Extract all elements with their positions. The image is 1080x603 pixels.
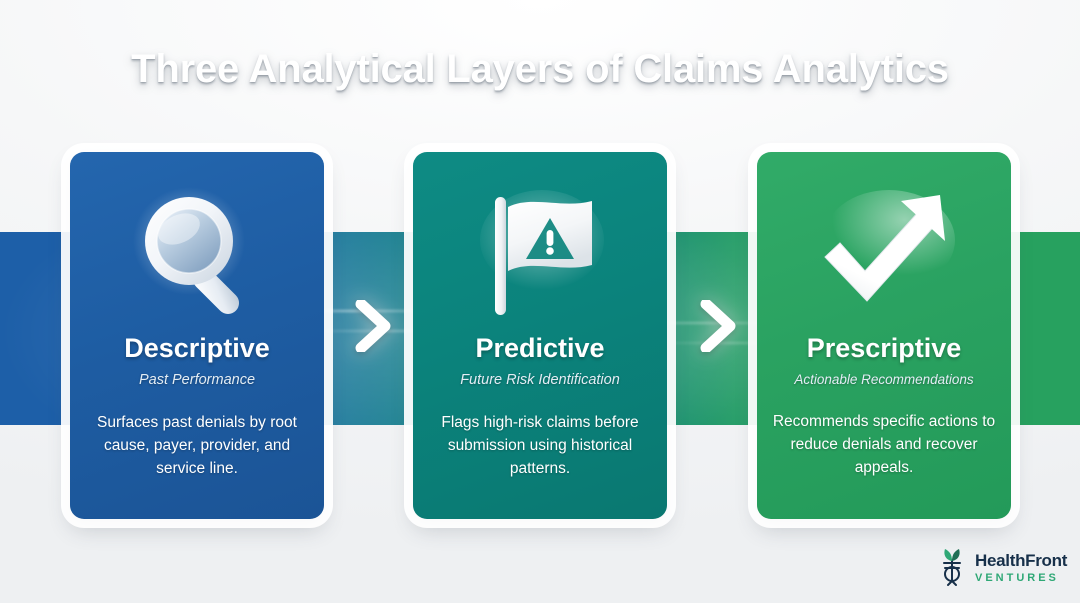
card-description: Surfaces past denials by root cause, pay… <box>97 413 297 477</box>
logo-name: HealthFront <box>975 551 1068 570</box>
card-subtitle: Past Performance <box>138 371 256 388</box>
card-description: Recommends specific actions to reduce de… <box>772 412 996 476</box>
card-title: Descriptive <box>124 333 270 363</box>
brand-logo: HealthFront VENTURES <box>937 548 1067 588</box>
logo-subtitle: VENTURES <box>975 572 1059 584</box>
card-title: Predictive <box>475 333 605 363</box>
magnifying-glass-icon <box>70 180 324 330</box>
chevron-right-icon <box>352 300 394 352</box>
page-title: Three Analytical Layers of Claims Analyt… <box>131 47 949 91</box>
card-title: Prescriptive <box>806 333 962 363</box>
check-growth-arrow-icon <box>757 180 1011 330</box>
card-subtitle: Future Risk Identification <box>460 371 620 388</box>
card-predictive[interactable]: Predictive Future Risk Identification Fl… <box>413 152 667 519</box>
card-prescriptive[interactable]: Prescriptive Actionable Recommendations … <box>757 152 1011 519</box>
card-description: Flags high-risk claims before submission… <box>441 413 639 477</box>
card-descriptive[interactable]: Descriptive Past Performance Surfaces pa… <box>70 152 324 519</box>
warning-flag-icon <box>413 180 667 330</box>
card-subtitle: Actionable Recommendations <box>794 371 974 387</box>
chevron-right-icon <box>697 300 739 352</box>
sprout-caduceus-icon <box>937 548 967 588</box>
